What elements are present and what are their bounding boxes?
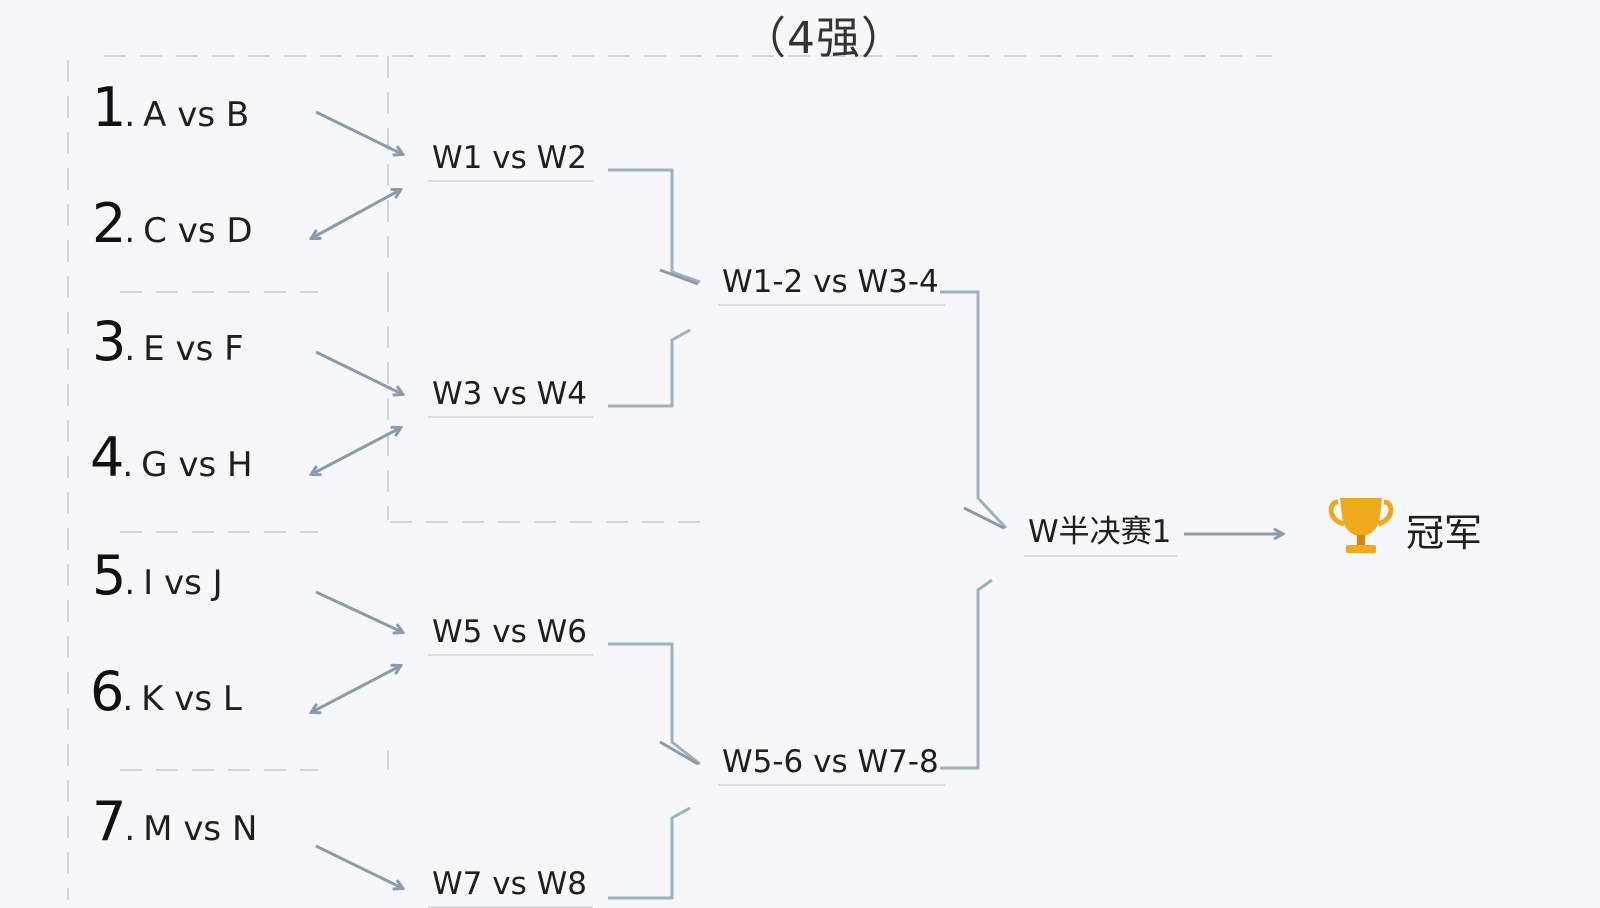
round1-match-7: 7.M vs N [92, 790, 258, 853]
match-label: C vs D [143, 211, 253, 251]
round3-connectors [940, 290, 1008, 770]
champion-label: 冠军 [1406, 511, 1483, 555]
match-number: 2 [92, 192, 126, 255]
round2-match-w7w8: W7 vs W8 [428, 866, 593, 908]
match-number: 7 [92, 790, 126, 853]
round1-match-1: 1.A vs B [92, 76, 250, 139]
match-number: 5 [92, 544, 126, 607]
group-frames [67, 55, 1272, 900]
match-label: E vs F [143, 329, 244, 369]
round2-match-w3w4: W3 vs W4 [428, 376, 593, 418]
trophy-icon [1328, 498, 1394, 553]
connector-w12w34 [940, 290, 1008, 530]
match-label: A vs B [143, 95, 250, 135]
arrow-7-to-w7w8 [315, 844, 402, 888]
round1-match-2: 2.C vs D [92, 192, 253, 255]
arrow-6-to-w5w6 [312, 666, 400, 712]
arrow-4-to-w3w4 [312, 428, 400, 474]
round1-match-5: 5.I vs J [92, 544, 223, 607]
match-number: 1 [92, 76, 126, 139]
connector-w1w2-tip [659, 268, 699, 286]
round3-match-w56w78: W5-6 vs W7-8 [718, 744, 945, 786]
arrow-2-to-w1w2 [312, 190, 400, 238]
semifinal-match: W半决赛1 [1024, 506, 1178, 557]
round1-match-4: 4.G vs H [90, 426, 253, 489]
connector-w56w78 [940, 578, 993, 770]
match-number: 3 [92, 310, 126, 373]
connector-w5w6-tip [659, 740, 699, 766]
connector-w7w8 [608, 806, 691, 900]
match-label: I vs J [143, 563, 223, 603]
round2-connectors [608, 168, 701, 900]
arrow-5-to-w5w6 [315, 590, 402, 632]
arrow-1-to-w1w2 [315, 110, 402, 154]
round1-match-6: 6.K vs L [90, 660, 242, 723]
round-header: （4强） [742, 13, 906, 64]
match-label: G vs H [141, 445, 253, 485]
match-label: M vs N [143, 809, 258, 849]
round1-match-3: 3.E vs F [92, 310, 244, 373]
arrow-3-to-w3w4 [315, 350, 402, 394]
connector-w1w2 [608, 168, 701, 284]
match-number: 4 [90, 426, 124, 489]
round2-match-w1w2: W1 vs W2 [428, 140, 593, 182]
connector-w3w4 [608, 328, 691, 408]
round1-arrows [312, 110, 402, 888]
connector-w5w6 [608, 642, 701, 766]
match-label: K vs L [141, 679, 242, 719]
connector-w12w34-tip [963, 506, 1005, 530]
round2-match-w5w6: W5 vs W6 [428, 614, 593, 656]
round3-match-w12w34: W1-2 vs W3-4 [718, 264, 945, 306]
match-number: 6 [90, 660, 124, 723]
